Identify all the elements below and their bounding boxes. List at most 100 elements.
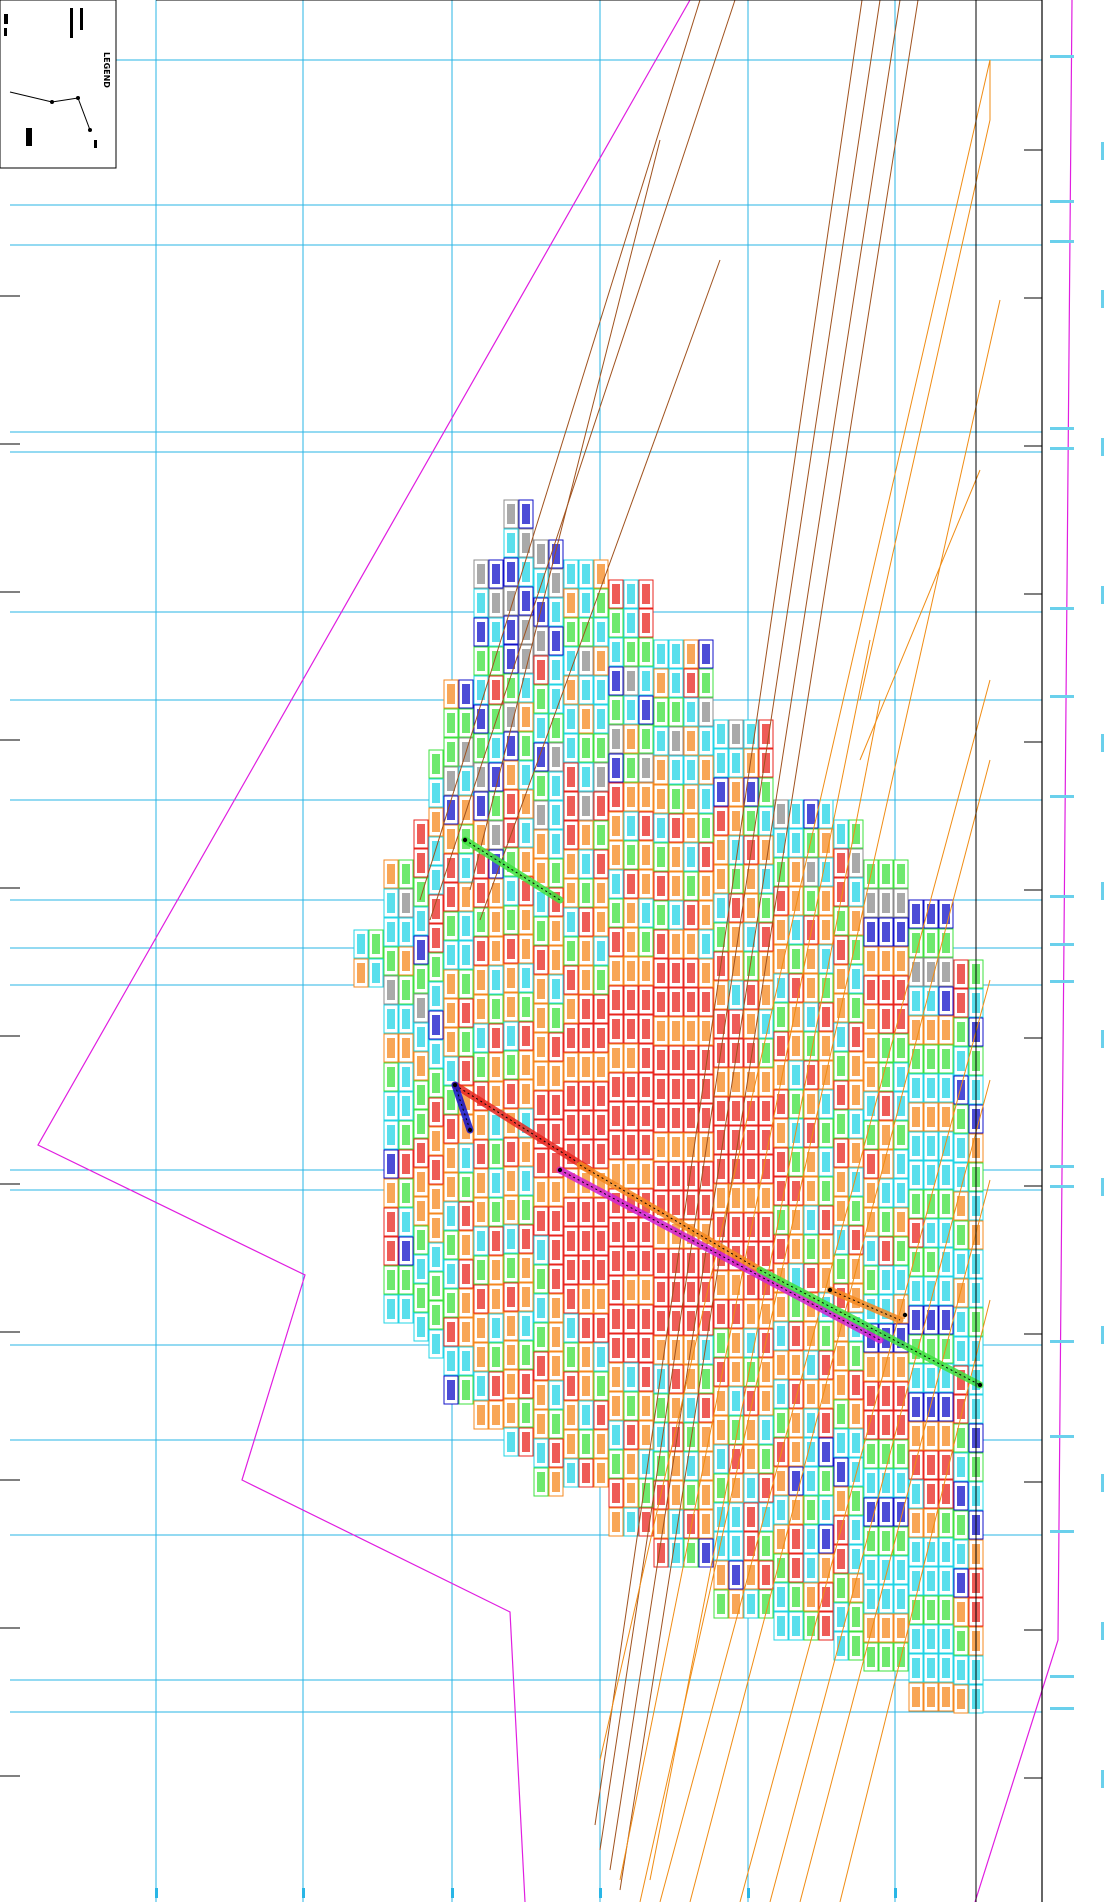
grade-block (818, 1147, 834, 1177)
grade-block-value-mark (687, 1369, 695, 1389)
grade-block-value-mark (657, 934, 665, 954)
grade-block-value-mark (507, 765, 515, 785)
grade-block (923, 986, 939, 1016)
grade-block (773, 1118, 789, 1148)
grade-block-value-mark (672, 876, 680, 896)
grade-block (728, 1328, 744, 1358)
grade-block (488, 1197, 504, 1227)
grade-block-value-mark (567, 709, 575, 729)
grade-block (923, 899, 939, 929)
grade-block (443, 969, 459, 999)
grade-block (548, 1206, 564, 1236)
grade-block (473, 1168, 489, 1198)
grade-block-value-mark (912, 991, 920, 1011)
grade-block-value-mark (807, 920, 815, 940)
grade-block-value-mark (417, 1143, 425, 1163)
grade-block (548, 742, 564, 772)
grade-block (578, 646, 594, 676)
vein-trace-orange (659, 679, 991, 1902)
grade-block-value-mark (702, 818, 710, 838)
grade-block (833, 935, 849, 965)
grade-block (593, 1023, 609, 1053)
grade-block (788, 1321, 804, 1351)
boundary-line-east (974, 0, 1073, 1902)
grade-block (488, 1023, 504, 1053)
grade-block-value-mark (582, 1144, 590, 1164)
grade-block-value-mark (762, 1217, 770, 1237)
grade-block-value-mark (897, 980, 905, 1000)
grade-block (713, 893, 729, 923)
grade-block (638, 1130, 654, 1160)
grade-block (398, 1062, 414, 1092)
grade-block (503, 963, 519, 993)
grade-block-value-mark (447, 800, 455, 820)
grade-block-value-mark (942, 1223, 950, 1243)
grade-block (608, 1246, 624, 1276)
grade-block (533, 1322, 549, 1352)
grade-block-value-mark (732, 1420, 740, 1440)
grade-block-value-mark (882, 1589, 890, 1609)
grade-block (848, 964, 864, 994)
grade-block-value-mark (762, 1043, 770, 1063)
grade-block-value-mark (897, 1009, 905, 1029)
grade-block (608, 1014, 624, 1044)
grade-block-value-mark (807, 1152, 815, 1172)
grade-block (623, 1304, 639, 1334)
grade-block-value-mark (507, 1142, 515, 1162)
grade-block-value-mark (537, 544, 545, 564)
grade-block-value-mark (882, 1096, 890, 1116)
grade-block-value-mark (462, 1148, 470, 1168)
grade-block-value-mark (747, 1536, 755, 1556)
grade-block-value-mark (552, 1356, 560, 1376)
grade-block-value-mark (942, 1281, 950, 1301)
grade-block-value-mark (612, 1135, 620, 1155)
grade-block-value-mark (942, 1078, 950, 1098)
grade-block-value-mark (462, 916, 470, 936)
grade-block (743, 748, 759, 778)
grade-block-value-mark (582, 709, 590, 729)
grade-block (758, 1473, 774, 1503)
grade-block-value-mark (417, 1114, 425, 1134)
grade-block (848, 1051, 864, 1081)
grade-block-value-mark (912, 1484, 920, 1504)
grade-block (938, 1392, 954, 1422)
grade-block-value-mark (702, 963, 710, 983)
grade-block-value-mark (852, 853, 860, 873)
grade-block (743, 1212, 759, 1242)
grade-block-value-mark (567, 1115, 575, 1135)
grade-block-value-mark (807, 1413, 815, 1433)
grade-block (623, 1275, 639, 1305)
grade-block-value-mark (627, 787, 635, 807)
grade-block (698, 639, 714, 669)
grade-block-value-mark (792, 1297, 800, 1317)
grade-block (893, 1178, 909, 1208)
grade-block (743, 1589, 759, 1619)
grade-block (398, 1265, 414, 1295)
grade-block (608, 782, 624, 812)
grade-block-value-mark (657, 1021, 665, 1041)
grade-block (653, 1277, 669, 1307)
grade-block (668, 1480, 684, 1510)
grade-block-value-mark (447, 858, 455, 878)
grade-block-value-mark (642, 845, 650, 865)
grade-block-value-mark (777, 1297, 785, 1317)
grade-block (488, 1052, 504, 1082)
grade-block (578, 1255, 594, 1285)
grade-block-value-mark (522, 1287, 530, 1307)
grade-block (548, 1061, 564, 1091)
grid-label-mark (1050, 695, 1074, 698)
grade-block-value-mark (747, 724, 755, 744)
grade-block (818, 1205, 834, 1235)
grade-block-value-mark (882, 1618, 890, 1638)
grade-block-value-mark (537, 805, 545, 825)
grade-block (803, 1176, 819, 1206)
grade-block-value-mark (687, 1166, 695, 1186)
grade-block (398, 888, 414, 918)
grade-block (533, 1206, 549, 1236)
grade-block-value-mark (747, 1159, 755, 1179)
legend-box: LEGEND (0, 0, 117, 169)
axis-tick-bottom (451, 1888, 454, 1898)
grade-block (593, 733, 609, 763)
grade-block-value-mark (492, 1028, 500, 1048)
